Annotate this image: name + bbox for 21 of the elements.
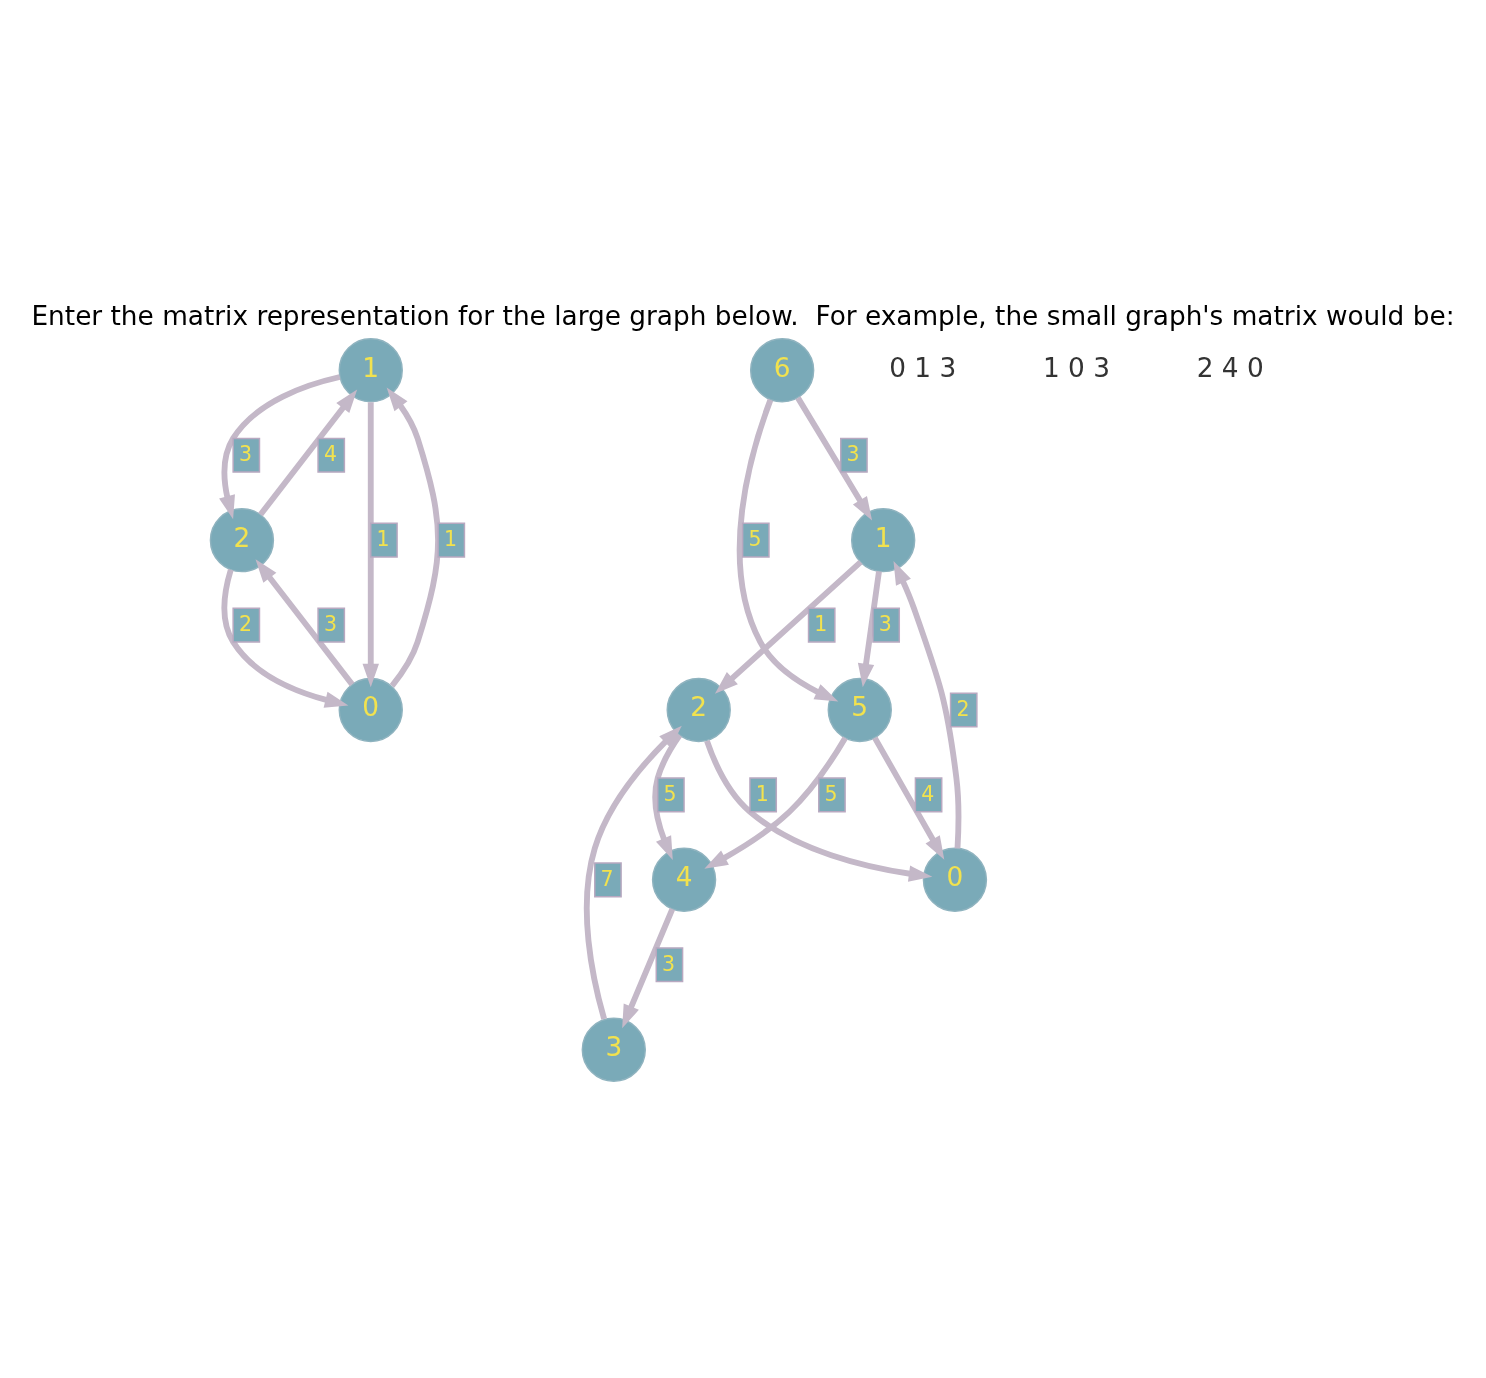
edge-label: 2 xyxy=(956,696,970,721)
edge-label: 5 xyxy=(663,781,677,806)
label: 0 1 3 xyxy=(889,352,957,383)
edge-label: 1 xyxy=(376,526,390,551)
edge-label: 2 xyxy=(238,611,253,636)
edge-label: 7 xyxy=(600,866,614,891)
edge-label: 1 xyxy=(814,611,828,636)
edge-label: 1 xyxy=(755,781,769,806)
label: 2 4 0 xyxy=(1196,352,1264,383)
edge-label: 5 xyxy=(824,781,838,806)
edge-label: 3 xyxy=(878,611,892,636)
edge-label: 4 xyxy=(921,781,935,806)
diagram-title: Enter the matrix representation for the large graph below. For example, the small graph's matrix would be: xyxy=(31,300,1455,331)
edge-label: 3 xyxy=(846,441,860,466)
edge-label: 4 xyxy=(323,441,337,466)
edge-label: 1 xyxy=(443,526,458,551)
edge-label: 3 xyxy=(238,441,253,466)
label: 1 0 3 xyxy=(1042,352,1110,383)
edge-label: 3 xyxy=(323,611,337,636)
edge-label: 3 xyxy=(662,951,676,976)
edge-label: 5 xyxy=(748,526,762,551)
